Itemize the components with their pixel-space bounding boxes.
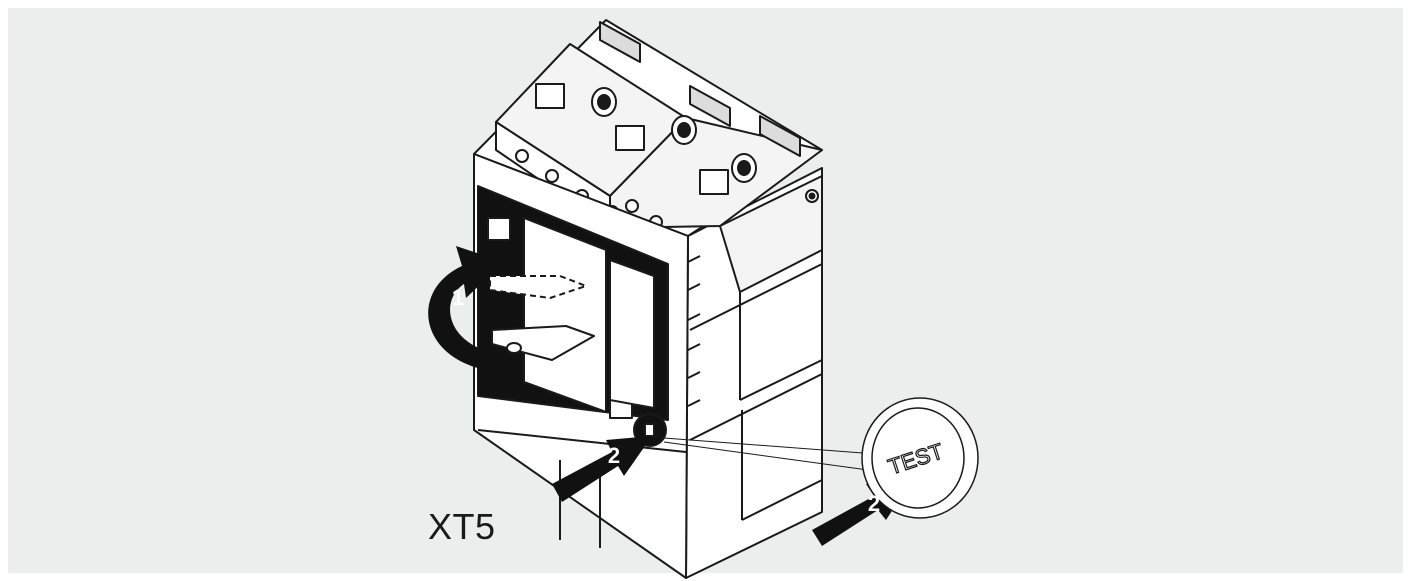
breaker-top-terminals <box>473 19 823 237</box>
test-button-detail: TEST <box>861 397 979 519</box>
step-2-number-device: 2 <box>608 443 620 468</box>
model-label: XT5 <box>428 506 496 547</box>
curved-arrow-icon <box>428 246 504 370</box>
step-2-number-detail: 2 <box>868 491 880 516</box>
detail-leader-lines <box>663 437 877 471</box>
breaker-side-face <box>685 167 823 579</box>
push-arrow-icon <box>552 436 652 502</box>
breaker-front-face <box>473 153 689 579</box>
step-1-number: 1 <box>452 285 464 310</box>
